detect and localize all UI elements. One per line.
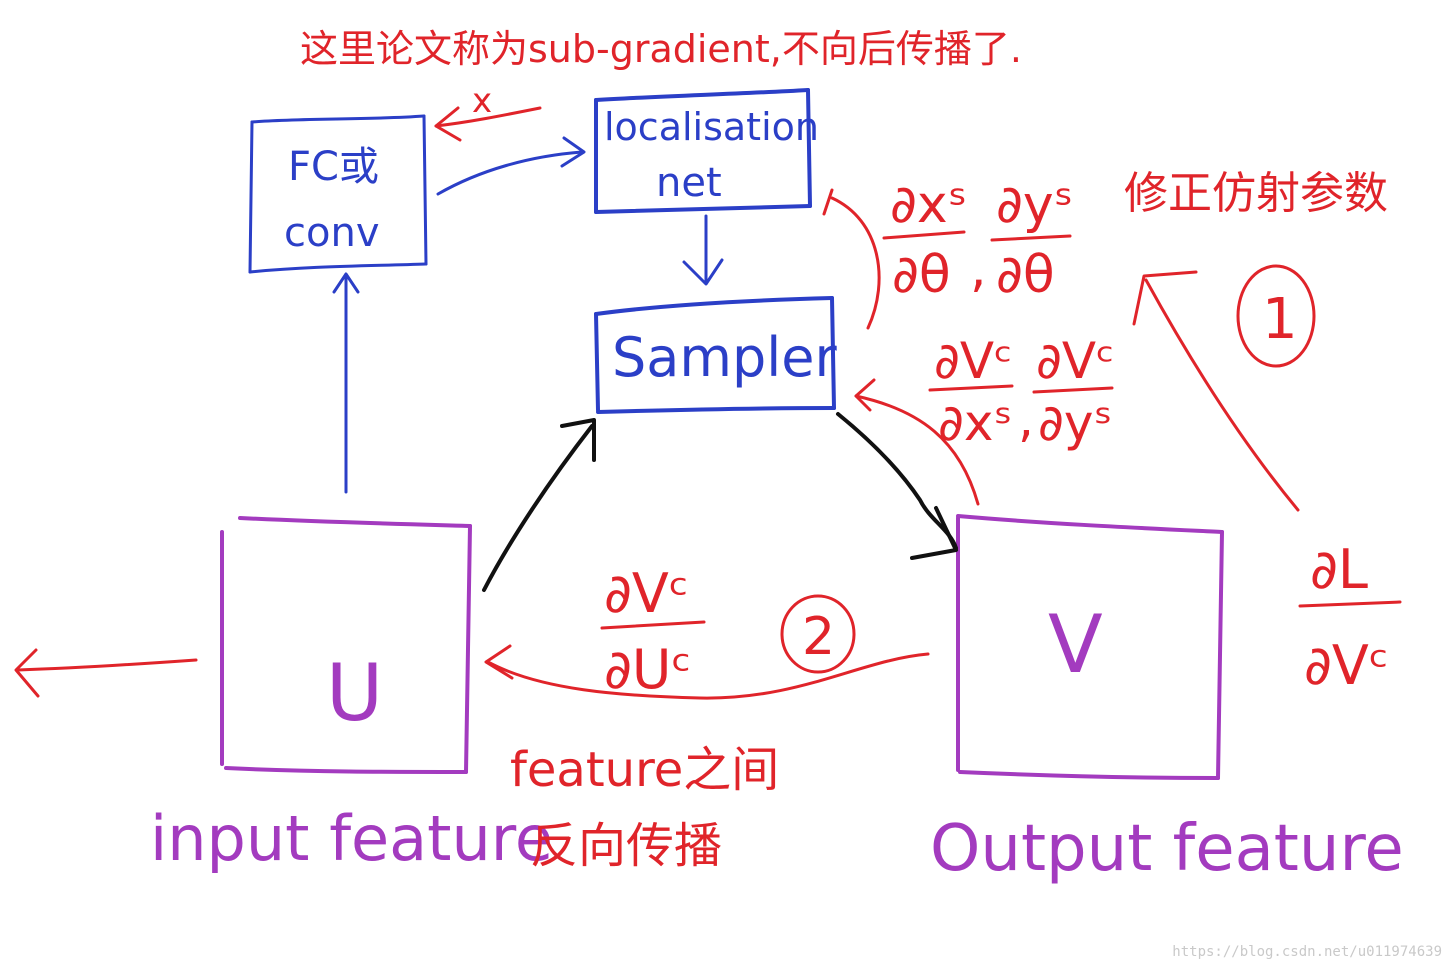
grad-xs-theta: ∂xˢ ∂θ (882, 175, 967, 305)
grad-vc-ys-den: ∂yˢ (1038, 394, 1112, 452)
grad-vc-uc-den: ∂Uᶜ (604, 638, 691, 701)
between-features-line2: 反向传播 (530, 818, 722, 874)
loss-to-affine-backprop-arrow (1132, 270, 1300, 512)
watermark: https://blog.csdn.net/u011974639 (1172, 944, 1442, 960)
grad-xs-theta-den: ∂θ (892, 245, 951, 305)
circle-2 (780, 594, 856, 674)
u-box (220, 516, 472, 774)
fc-to-localisation-arrow (436, 136, 586, 196)
v-box (956, 514, 1224, 780)
grad-l-vc: ∂L ∂Vᶜ (1298, 538, 1402, 697)
grad-vc-uc-num: ∂Vᶜ (604, 562, 689, 625)
sampler-label: Sampler (612, 326, 837, 389)
grad-comma-1: , (970, 239, 987, 299)
grad-vc-ys-num: ∂Vᶜ (1036, 332, 1115, 390)
sampler-to-localisation-backprop-arrow (822, 188, 881, 330)
fc-conv-label-line2: conv (284, 210, 380, 256)
affine-note: 修正仿射参数 (1124, 168, 1388, 219)
grad-l-vc-num: ∂L (1310, 538, 1368, 601)
sampler-to-v-arrow (836, 412, 958, 560)
between-features-line1: feature之间 (510, 742, 779, 798)
v-label: V (1048, 598, 1103, 691)
localisation-label-line2: net (656, 160, 722, 206)
top-note: 这里论文称为sub-gradient,不向后传播了. (300, 27, 1022, 71)
u-label: U (326, 649, 383, 739)
grad-vc-ys: ∂Vᶜ ∂yˢ (1032, 332, 1115, 452)
localisation-net-box (594, 88, 812, 214)
v-to-u-backprop-arrow (484, 644, 930, 700)
circle-1-number: 1 (1262, 287, 1298, 352)
fc-conv-label-line1: FC或 (288, 144, 379, 190)
disabled-mark: x (472, 81, 492, 121)
disabled-gradient-arrow (434, 106, 542, 142)
sampler-box (594, 296, 836, 414)
grad-ys-theta-num: ∂yˢ (996, 175, 1073, 235)
output-feature-label: Output feature (930, 812, 1404, 886)
grad-ys-theta: ∂yˢ ∂θ (990, 175, 1073, 305)
grad-vc-xs-num: ∂Vᶜ (934, 332, 1013, 390)
fc-conv-box (248, 114, 428, 274)
circle-2-number: 2 (802, 607, 835, 667)
u-to-sampler-arrow (482, 418, 596, 592)
input-to-fc-arrow (332, 272, 360, 494)
input-feature-label: input feature (150, 802, 553, 875)
grad-comma-2: , (1018, 390, 1034, 448)
v-to-sampler-backprop-arrow (854, 378, 980, 506)
localisation-label-line1: localisation (604, 105, 819, 149)
grad-xs-theta-num: ∂xˢ (890, 175, 967, 235)
grad-l-vc-den: ∂Vᶜ (1304, 634, 1389, 697)
grad-ys-theta-den: ∂θ (996, 245, 1055, 305)
localisation-to-sampler-arrow (682, 214, 724, 286)
circle-1 (1236, 264, 1316, 368)
u-to-left-backprop-arrow (14, 648, 198, 698)
grad-vc-xs: ∂Vᶜ ∂xˢ (928, 332, 1014, 452)
grad-vc-xs-den: ∂xˢ (938, 394, 1012, 452)
grad-vc-uc: ∂Vᶜ ∂Uᶜ (600, 562, 706, 701)
